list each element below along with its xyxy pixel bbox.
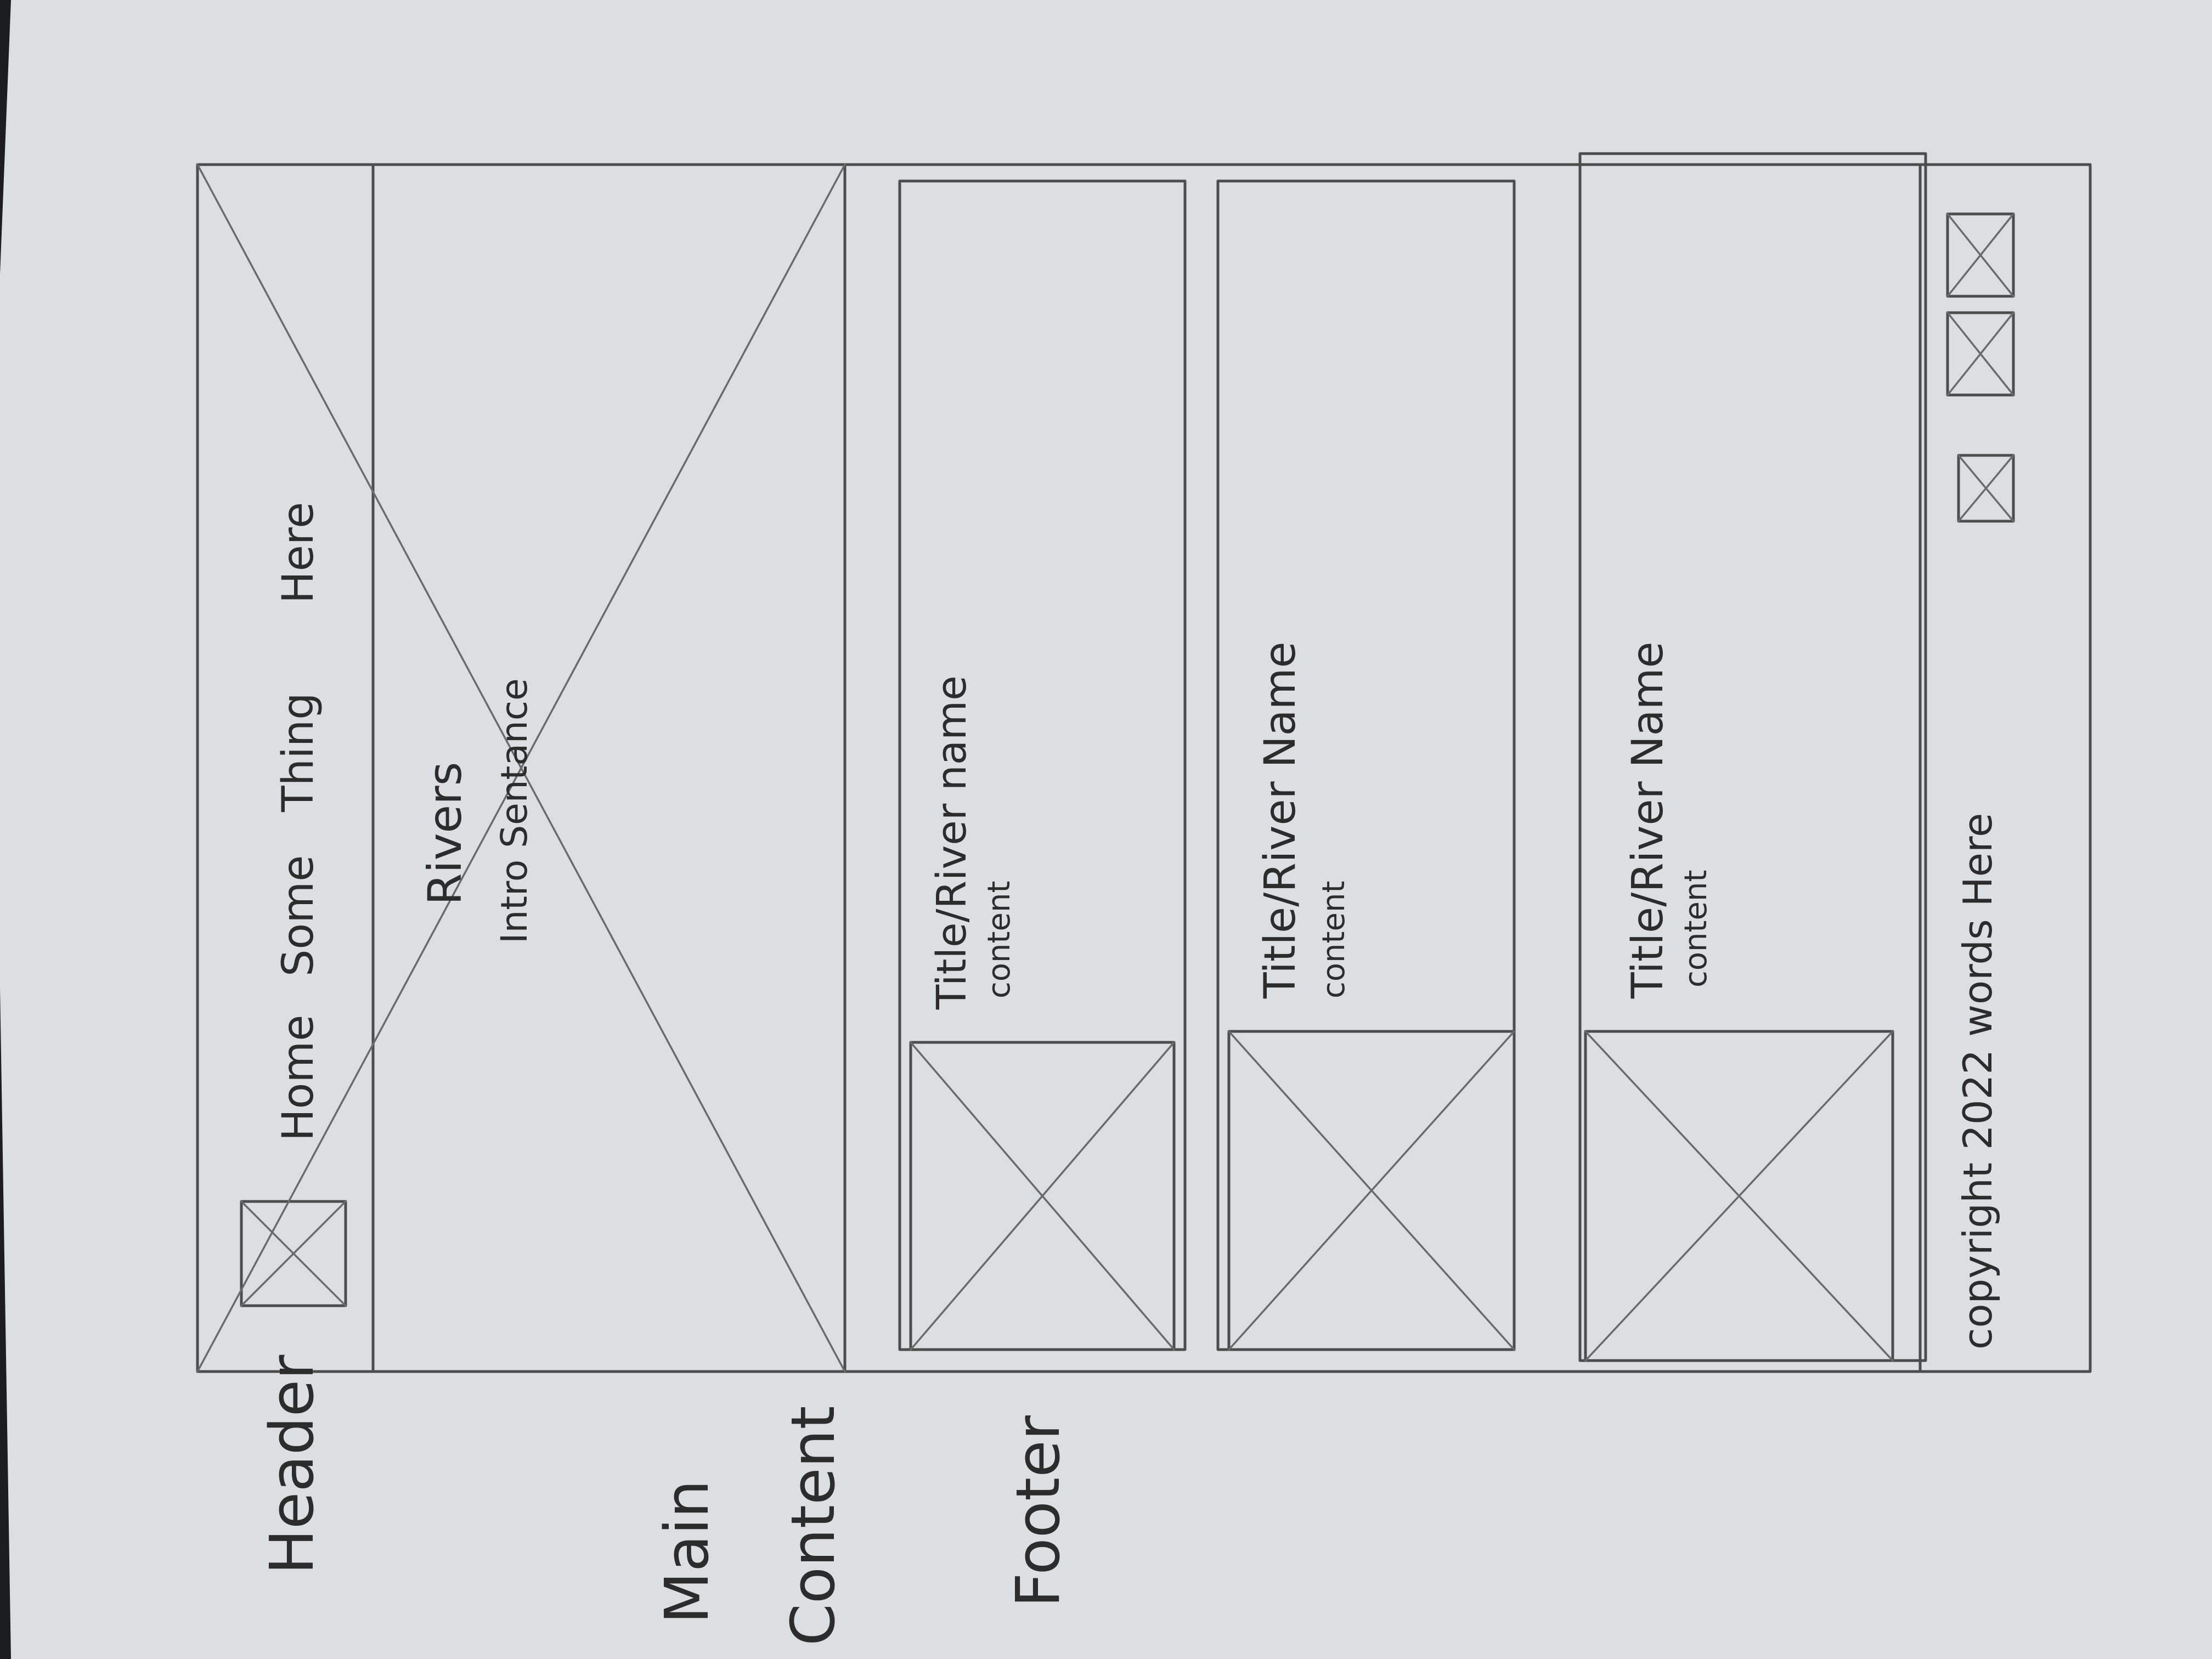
side-labels: Header Main Content Footer — [257, 1355, 1073, 1646]
hero-cross-b — [196, 163, 846, 1373]
card-2-title: Title/River Name — [1256, 642, 1305, 999]
wireframe-rotated: Home Some Thing Here Rivers Intro Sentan… — [196, 152, 2092, 1373]
nav-some[interactable]: Some — [274, 855, 323, 977]
card-1-body: content — [981, 881, 1017, 998]
label-content: Content — [778, 1406, 848, 1646]
card-1-image — [909, 1041, 1176, 1351]
header-section — [240, 163, 375, 1373]
logo-placeholder — [240, 1200, 347, 1307]
footer-section — [1918, 163, 2015, 1373]
hero-section — [196, 163, 847, 1373]
nav-thing[interactable]: Thing — [274, 692, 323, 812]
card-3-image — [1584, 1030, 1894, 1362]
nav-here[interactable]: Here — [274, 502, 323, 603]
card-2-body: content — [1316, 881, 1352, 998]
hero-title: Rivers — [418, 762, 472, 905]
nav-home[interactable]: Home — [274, 1015, 323, 1141]
label-main: Main — [652, 1480, 722, 1624]
card-3-body: content — [1678, 870, 1714, 988]
card-3 — [1578, 152, 1927, 1362]
social-icon-1 — [1946, 311, 2015, 397]
header-nav: Home Some Thing Here — [274, 502, 323, 1141]
footer-copyright: copyright 2022 words Here — [1955, 813, 2001, 1350]
social-icon-3 — [1957, 454, 2015, 523]
card-1 — [898, 179, 1187, 1351]
card-1-title: Title/River name — [928, 675, 975, 1010]
social-icon-2 — [1946, 212, 2015, 298]
card-3-title: Title/River Name — [1623, 642, 1673, 999]
label-footer: Footer — [1003, 1415, 1073, 1607]
hero-subtitle: Intro Sentance — [493, 678, 535, 944]
label-header: Header — [257, 1355, 327, 1575]
page-frame — [196, 163, 2092, 1373]
card-2-image — [1227, 1030, 1516, 1351]
card-2 — [1216, 179, 1516, 1351]
